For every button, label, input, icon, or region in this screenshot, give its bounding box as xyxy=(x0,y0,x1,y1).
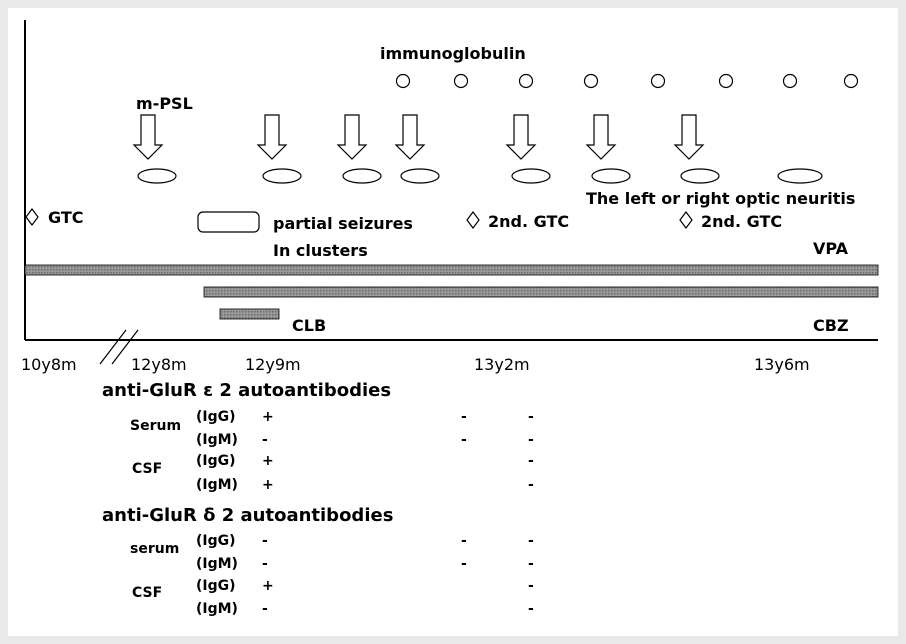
result-value: + xyxy=(262,453,274,469)
ig-class-label: (IgM) xyxy=(196,556,238,572)
partial-seizures-label-line2: In clusters xyxy=(273,241,368,260)
delta2-results-table: (IgG) - - - (IgM) - - - (IgG) + - (IgM) … xyxy=(196,533,534,617)
second-gtc-label: 2nd. GTC xyxy=(701,212,782,231)
epsilon2-csf-label: CSF xyxy=(132,461,162,477)
optic-neuritis-episodes xyxy=(137,168,823,184)
result-value: - xyxy=(262,533,268,549)
optic-neuritis-marker xyxy=(137,168,177,184)
time-tick-label: 12y8m xyxy=(131,355,187,374)
immunoglobulin-label: immunoglobulin xyxy=(380,44,526,63)
immunoglobulin-dose-marker xyxy=(518,73,534,89)
delta2-antibody-title: anti-GluR δ 2 autoantibodies xyxy=(102,505,393,526)
axis-break-mark xyxy=(111,329,139,365)
ig-class-label: (IgM) xyxy=(196,432,238,448)
ig-class-label: (IgG) xyxy=(196,453,236,469)
optic-neuritis-marker xyxy=(591,168,631,184)
cbz-label: CBZ xyxy=(813,316,849,335)
optic-neuritis-marker xyxy=(680,168,720,184)
gtc-label: GTC xyxy=(48,208,84,227)
immunoglobulin-dose-marker xyxy=(453,73,469,89)
result-value: - xyxy=(461,533,467,549)
immunoglobulin-dose-marker xyxy=(718,73,734,89)
second-gtc-label: 2nd. GTC xyxy=(488,212,569,231)
optic-neuritis-marker xyxy=(400,168,440,184)
mpsl-pulse-arrow xyxy=(505,114,537,160)
epsilon2-results-table: (IgG) + - - (IgM) - - - (IgG) + - (IgM) … xyxy=(196,409,534,493)
vpa-label: VPA xyxy=(813,239,849,258)
mpsl-pulse-arrow xyxy=(336,114,368,160)
result-value: - xyxy=(461,409,467,425)
result-value: - xyxy=(262,432,268,448)
result-value: - xyxy=(528,453,534,469)
delta2-csf-label: CSF xyxy=(132,585,162,601)
time-tick-label: 13y2m xyxy=(474,355,530,374)
mpsl-pulse-arrow xyxy=(132,114,164,160)
epsilon2-serum-label: Serum xyxy=(130,418,181,434)
result-value: - xyxy=(528,409,534,425)
result-value: - xyxy=(262,601,268,617)
result-value: + xyxy=(262,477,274,493)
delta2-serum-label: serum xyxy=(130,541,179,557)
result-value: - xyxy=(461,432,467,448)
clinical-timeline-diagram: immunoglobulin m-PSL The left or right o… xyxy=(21,20,879,617)
second-gtc-diamond-icon xyxy=(679,211,693,229)
immunoglobulin-doses xyxy=(395,73,859,89)
mpsl-pulse-arrow xyxy=(394,114,426,160)
mpsl-label: m-PSL xyxy=(136,94,193,113)
immunoglobulin-dose-marker xyxy=(583,73,599,89)
partial-seizures-marker xyxy=(197,211,260,233)
mpsl-pulse-arrow xyxy=(673,114,705,160)
ig-class-label: (IgM) xyxy=(196,477,238,493)
result-value: + xyxy=(262,409,274,425)
ig-class-label: (IgM) xyxy=(196,601,238,617)
optic-neuritis-marker xyxy=(511,168,551,184)
result-value: - xyxy=(528,556,534,572)
mpsl-pulse-arrow xyxy=(256,114,288,160)
clb-treatment-bar xyxy=(219,308,280,320)
ig-class-label: (IgG) xyxy=(196,578,236,594)
immunoglobulin-dose-marker xyxy=(782,73,798,89)
optic-neuritis-marker xyxy=(777,168,823,184)
cbz-treatment-bar xyxy=(203,286,879,298)
epsilon2-antibody-title: anti-GluR ε 2 autoantibodies xyxy=(102,380,391,401)
immunoglobulin-dose-marker xyxy=(650,73,666,89)
result-value: - xyxy=(461,556,467,572)
optic-neuritis-marker xyxy=(342,168,382,184)
immunoglobulin-dose-marker xyxy=(395,73,411,89)
time-tick-label: 12y9m xyxy=(245,355,301,374)
ig-class-label: (IgG) xyxy=(196,409,236,425)
result-value: - xyxy=(528,578,534,594)
time-tick-label: 10y8m xyxy=(21,355,77,374)
time-tick-label: 13y6m xyxy=(754,355,810,374)
result-value: - xyxy=(528,601,534,617)
mpsl-pulse-arrow xyxy=(585,114,617,160)
ig-class-label: (IgG) xyxy=(196,533,236,549)
result-value: - xyxy=(528,533,534,549)
clb-label: CLB xyxy=(292,316,326,335)
gtc-diamond-icon xyxy=(25,208,39,226)
result-value: - xyxy=(528,432,534,448)
mpsl-doses xyxy=(132,114,705,160)
vpa-treatment-bar xyxy=(24,264,879,276)
figure-frame: immunoglobulin m-PSL The left or right o… xyxy=(8,8,898,636)
optic-neuritis-marker xyxy=(262,168,302,184)
partial-seizures-label: partial seizures xyxy=(273,214,413,233)
second-gtc-diamond-icon xyxy=(466,211,480,229)
result-value: - xyxy=(262,556,268,572)
immunoglobulin-dose-marker xyxy=(843,73,859,89)
result-value: + xyxy=(262,578,274,594)
axis-break-mark xyxy=(99,329,127,365)
optic-neuritis-label: The left or right optic neuritis xyxy=(586,189,855,208)
result-value: - xyxy=(528,477,534,493)
